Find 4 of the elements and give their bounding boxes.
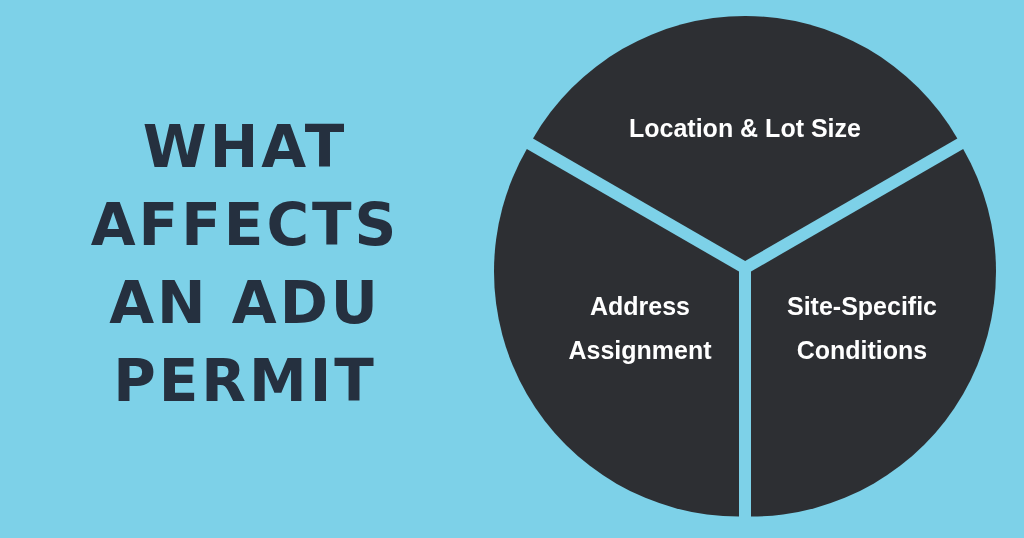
sector-label: Location & Lot Size — [628, 113, 862, 144]
sector-label: Site-Specific Conditions — [785, 291, 938, 366]
title: WHAT AFFECTS AN ADU PERMIT — [89, 112, 401, 417]
sector-label: Address Assignment — [567, 291, 713, 366]
